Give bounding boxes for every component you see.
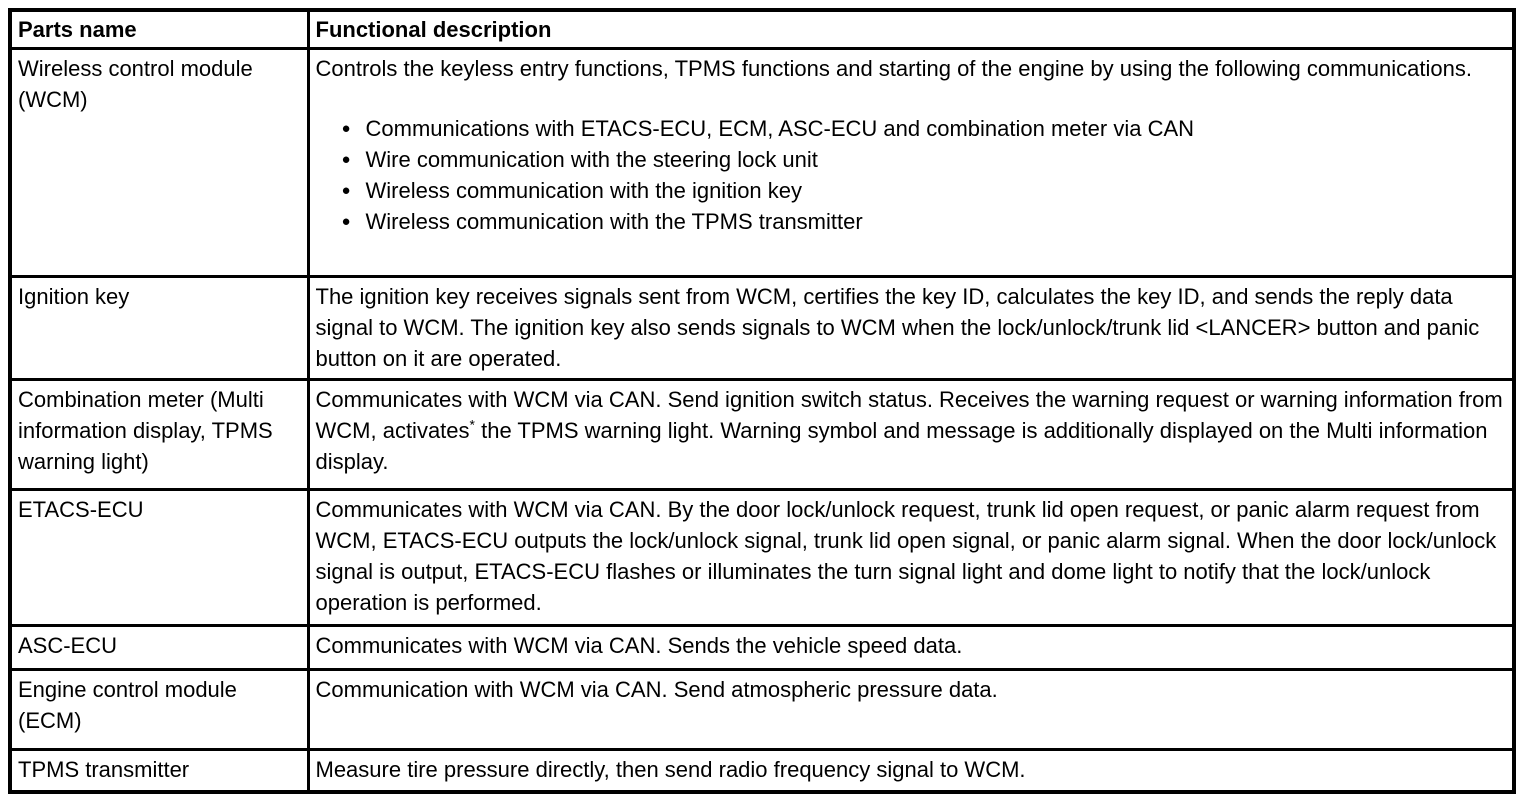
- bullet-icon: ●: [341, 151, 351, 168]
- table-row-wcm: Wireless control module (WCM) Controls t…: [8, 47, 1516, 278]
- description-text: Communication with WCM via CAN. Send atm…: [315, 677, 998, 702]
- column-header-functional-description: Functional description: [306, 8, 1516, 50]
- footnote-asterisk: *: [469, 416, 475, 433]
- bullet-icon: ●: [341, 182, 351, 199]
- description-cell: Measure tire pressure directly, then sen…: [306, 748, 1516, 794]
- part-name-cell: Wireless control module (WCM): [8, 47, 310, 278]
- description-cell: Communicates with WCM via CAN. By the do…: [306, 488, 1516, 627]
- table-row-asc-ecu: ASC-ECU Communicates with WCM via CAN. S…: [8, 624, 1516, 671]
- list-item-text: Wireless communication with the ignition…: [365, 178, 803, 203]
- description-cell: The ignition key receives signals sent f…: [306, 275, 1516, 381]
- table-row-ignition-key: Ignition key The ignition key receives s…: [8, 275, 1516, 381]
- column-header-parts-name: Parts name: [8, 8, 310, 50]
- bullet-icon: ●: [341, 213, 351, 230]
- table-row-ecm: Engine control module (ECM) Communicatio…: [8, 668, 1516, 751]
- part-name-cell: ASC-ECU: [8, 624, 310, 671]
- table-row-etacs-ecu: ETACS-ECU Communicates with WCM via CAN.…: [8, 488, 1516, 627]
- list-item-text: Communications with ETACS-ECU, ECM, ASC-…: [365, 116, 1195, 141]
- list-item: ● Wire communication with the steering lo…: [342, 144, 1507, 175]
- part-name-cell: TPMS transmitter: [8, 748, 310, 794]
- list-item-text: Wire communication with the steering loc…: [365, 147, 818, 172]
- description-cell: Communicates with WCM via CAN. Send igni…: [306, 378, 1516, 491]
- parts-function-table: Parts name Functional description Wirele…: [8, 8, 1516, 794]
- description-cell: Communicates with WCM via CAN. Sends the…: [306, 624, 1516, 671]
- description-text-before-note: Communicates with WCM via CAN. Send igni…: [315, 387, 1503, 443]
- description-text: Communicates with WCM via CAN. Send igni…: [316, 384, 1507, 477]
- description-cell: Communication with WCM via CAN. Send atm…: [306, 668, 1516, 751]
- part-name-cell: Combination meter (Multi information dis…: [8, 378, 310, 491]
- part-name-cell: Engine control module (ECM): [8, 668, 310, 751]
- communication-list: ● Communications with ETACS-ECU, ECM, ASC…: [316, 113, 1507, 237]
- description-text: Controls the keyless entry functions, TP…: [315, 56, 1472, 81]
- list-item: ● Wireless communication with the ignitio…: [342, 175, 1507, 206]
- list-item: ● Communications with ETACS-ECU, ECM, ASC…: [342, 113, 1507, 144]
- description-text: Communicates with WCM via CAN. Sends the…: [315, 633, 963, 658]
- description-text: Communicates with WCM via CAN. By the do…: [315, 497, 1497, 615]
- description-text: The ignition key receives signals sent f…: [315, 284, 1480, 371]
- description-cell: Controls the keyless entry functions, TP…: [306, 47, 1516, 278]
- manual-page: Parts name Functional description Wirele…: [8, 8, 1516, 794]
- table-row-combination-meter: Combination meter (Multi information dis…: [8, 378, 1516, 491]
- bullet-icon: ●: [341, 120, 351, 137]
- description-text-after-note: the TPMS warning light. Warning symbol a…: [315, 418, 1488, 474]
- part-name-cell: ETACS-ECU: [8, 488, 310, 627]
- part-name-cell: Ignition key: [8, 275, 310, 381]
- table-header-row: Parts name Functional description: [8, 8, 1516, 50]
- list-item: ● Wireless communication with the TPMS tr…: [342, 206, 1507, 237]
- list-item-text: Wireless communication with the TPMS tra…: [365, 209, 863, 234]
- table-row-tpms-transmitter: TPMS transmitter Measure tire pressure d…: [8, 748, 1516, 794]
